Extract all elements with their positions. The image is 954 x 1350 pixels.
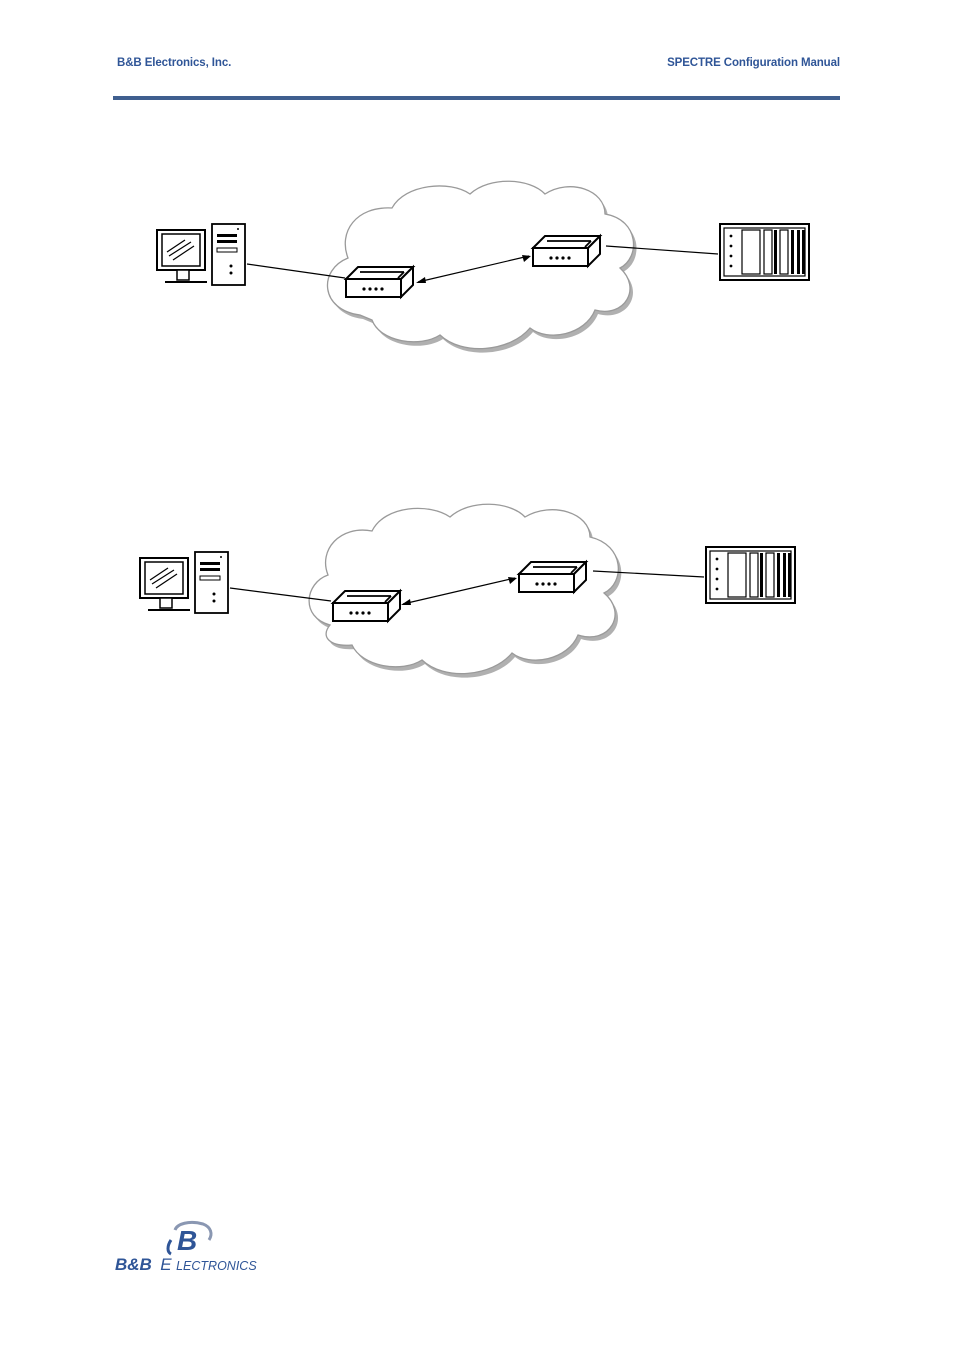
header-manual-title: SPECTRE Configuration Manual xyxy=(667,57,840,69)
logo-swoosh-icon xyxy=(166,1239,173,1256)
cloud-icon xyxy=(308,503,622,678)
link-computer-router xyxy=(246,263,346,279)
logo-wordmark-bb: B&B xyxy=(115,1255,152,1274)
network-diagram-2 xyxy=(139,503,796,678)
router-icon xyxy=(330,588,403,624)
link-router-router xyxy=(402,577,516,605)
svg-text:B&B E LECTRONICS: B&B E LECTRONICS xyxy=(115,1255,257,1274)
router-icon xyxy=(516,559,589,595)
bb-electronics-logo: B B&B E LECTRONICS xyxy=(115,1220,257,1274)
logo-wordmark-e: E xyxy=(160,1255,172,1274)
plc-icon xyxy=(705,546,796,604)
computer-icon xyxy=(156,223,246,286)
link-router-plc xyxy=(592,570,705,578)
router-icon xyxy=(530,233,603,269)
link-router-plc xyxy=(605,245,719,255)
network-diagram-1 xyxy=(156,180,810,353)
logo-swoosh-icon xyxy=(173,1220,213,1241)
header-company: B&B Electronics, Inc. xyxy=(117,57,232,69)
cloud-icon xyxy=(326,180,637,353)
router-icon xyxy=(343,264,416,300)
logo-wordmark-rest: LECTRONICS xyxy=(176,1259,257,1273)
link-router-router xyxy=(417,255,530,283)
header-rule xyxy=(113,96,840,100)
computer-icon xyxy=(139,551,229,614)
link-computer-router xyxy=(229,587,332,602)
logo-letter: B xyxy=(177,1225,197,1256)
plc-icon xyxy=(719,223,810,281)
